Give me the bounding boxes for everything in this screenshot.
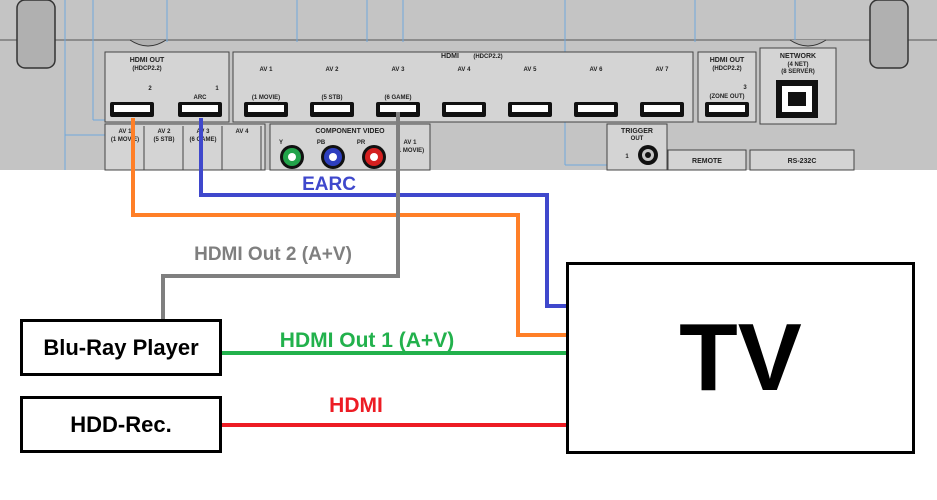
remote-label: REMOTE — [692, 158, 722, 165]
hdmi-input-label: AV 7 — [656, 67, 670, 73]
trigger-title: TRIGGER — [621, 128, 653, 135]
optical-input-label: AV 1 — [119, 129, 133, 135]
hdmi-out2-label: HDMI Out 2 (A+V) — [194, 244, 352, 265]
rs232c-group: RS-232C — [749, 149, 855, 171]
network-sub2: (8 SERVER) — [781, 69, 815, 75]
optical-input-sub: (5 STB) — [154, 137, 175, 143]
antenna-right — [869, 0, 909, 69]
tv-label: TV — [679, 304, 802, 411]
hdmi-out-title: HDMI OUT — [130, 57, 165, 64]
cable-hdmi-out2-to-tv — [131, 118, 568, 337]
hdmi-input-label: AV 4 — [458, 67, 472, 73]
hdmi-input-sub: (5 STB) — [322, 95, 343, 101]
hdmi-input-av4: AV 4 — [442, 67, 486, 117]
cables — [131, 112, 568, 427]
component-pr-jack — [362, 145, 386, 169]
zone-out-port-label: 3 — [743, 85, 747, 91]
trigger-port-label: 1 — [625, 154, 629, 160]
optical-input-av1: AV 1 (1 MOVIE) — [111, 126, 145, 170]
hdmi-in-title: HDMI — [441, 53, 459, 60]
hdmi-input-label: AV 1 — [260, 67, 274, 73]
hdmi-in-group: HDMI (HDCP2.2) AV 1(1 MOVIE)AV 2(5 STB)A… — [232, 51, 694, 123]
rs232c-label: RS-232C — [788, 158, 817, 165]
hdmi-in-sub: (HDCP2.2) — [473, 54, 502, 60]
hdmi-input-label: AV 3 — [392, 67, 406, 73]
trigger-out-group: TRIGGER OUT 1 — [606, 123, 668, 171]
hdd-recorder-box: HDD-Rec. — [20, 396, 222, 453]
trigger-sub: OUT — [631, 136, 644, 142]
component-av1-sub: (1 MOVIE) — [396, 148, 424, 154]
bluray-player-box: Blu-Ray Player — [20, 319, 222, 376]
component-y-jack — [280, 145, 304, 169]
component-pr-label: PR — [357, 140, 366, 146]
hdmi-out-2-port — [110, 102, 154, 117]
trigger-jack — [638, 145, 658, 165]
optical-input-label: AV 3 — [197, 129, 211, 135]
hdmi-out-1-arc-port — [178, 102, 222, 117]
tv-box: TV — [566, 262, 915, 454]
hdmi-input-label: AV 5 — [524, 67, 538, 73]
network-sub1: (4 NET) — [788, 62, 809, 68]
hdmi-input-av1: AV 1 (1 MOVIE) — [244, 67, 288, 117]
cable-hdmi-out2-to-bluray — [161, 112, 400, 320]
hdmi-input-av7: AV 7 — [640, 67, 684, 117]
optical-group: AV 1 (1 MOVIE) AV 2 (5 STB) AV 3 (6 GAME) AV 4 — [104, 123, 266, 171]
hdmi-out-sub: (HDCP2.2) — [132, 66, 161, 72]
hdmi-input-av5: AV 5 — [508, 67, 552, 117]
hdmi-input-av3: AV 3 (6 GAME) — [376, 67, 420, 117]
ethernet-port — [776, 80, 818, 118]
hdmi-label: HDMI — [329, 394, 383, 417]
antenna-left — [16, 0, 56, 69]
component-pb-jack — [321, 145, 345, 169]
optical-input-av4: AV 4 — [236, 126, 262, 170]
hdmi-input-av2: AV 2 (5 STB) — [310, 67, 354, 117]
zone-out-label: (ZONE OUT) — [710, 94, 745, 100]
zone-out-sub: (HDCP2.2) — [712, 66, 741, 72]
hdmi-input-av6: AV 6 — [574, 67, 618, 117]
component-pb-label: PB — [317, 140, 326, 146]
zone-out-title: HDMI OUT — [710, 57, 745, 64]
component-av1-label: AV 1 — [404, 140, 418, 146]
optical-input-av2: AV 2 (5 STB) — [154, 126, 184, 170]
hdmi-input-sub: (1 MOVIE) — [252, 95, 280, 101]
zone-out-port — [705, 102, 749, 117]
hdd-recorder-label: HDD-Rec. — [70, 411, 172, 437]
network-group: NETWORK (4 NET) (8 SERVER) — [759, 47, 837, 125]
hdmi-out-group: HDMI OUT (HDCP2.2) 2 ARC 1 — [104, 51, 230, 123]
component-y-label: Y — [279, 140, 283, 146]
network-title: NETWORK — [780, 53, 816, 60]
earc-label: EARC — [302, 174, 356, 195]
hdmi-input-label: AV 6 — [590, 67, 604, 73]
cable-earc — [199, 118, 568, 308]
remote-group: REMOTE — [667, 149, 747, 171]
optical-input-sub: (1 MOVIE) — [111, 137, 139, 143]
hdmi-input-sub: (6 GAME) — [385, 95, 412, 101]
optical-input-av3: AV 3 (6 GAME) — [190, 126, 223, 170]
hdmi-out-arc-label: ARC — [194, 95, 208, 101]
optical-input-label: AV 4 — [236, 129, 250, 135]
hdmi-out1-label: HDMI Out 1 (A+V) — [280, 329, 454, 352]
component-video-title: COMPONENT VIDEO — [315, 128, 385, 135]
component-video-group: COMPONENT VIDEO Y PB PR AV 1 (1 MOVIE) — [269, 123, 431, 171]
bluray-player-label: Blu-Ray Player — [43, 334, 199, 360]
optical-input-sub: (6 GAME) — [190, 137, 217, 143]
optical-input-label: AV 2 — [158, 129, 172, 135]
hdmi-out-port2-label: 2 — [148, 86, 152, 92]
hdmi-input-label: AV 2 — [326, 67, 340, 73]
zone-out-group: HDMI OUT (HDCP2.2) 3 (ZONE OUT) — [697, 51, 757, 123]
receiver-back-panel: HDMI OUT (HDCP2.2) 2 ARC 1 HDMI (HDCP2.2… — [0, 0, 937, 171]
hdmi-out-port1-label: 1 — [215, 86, 219, 92]
